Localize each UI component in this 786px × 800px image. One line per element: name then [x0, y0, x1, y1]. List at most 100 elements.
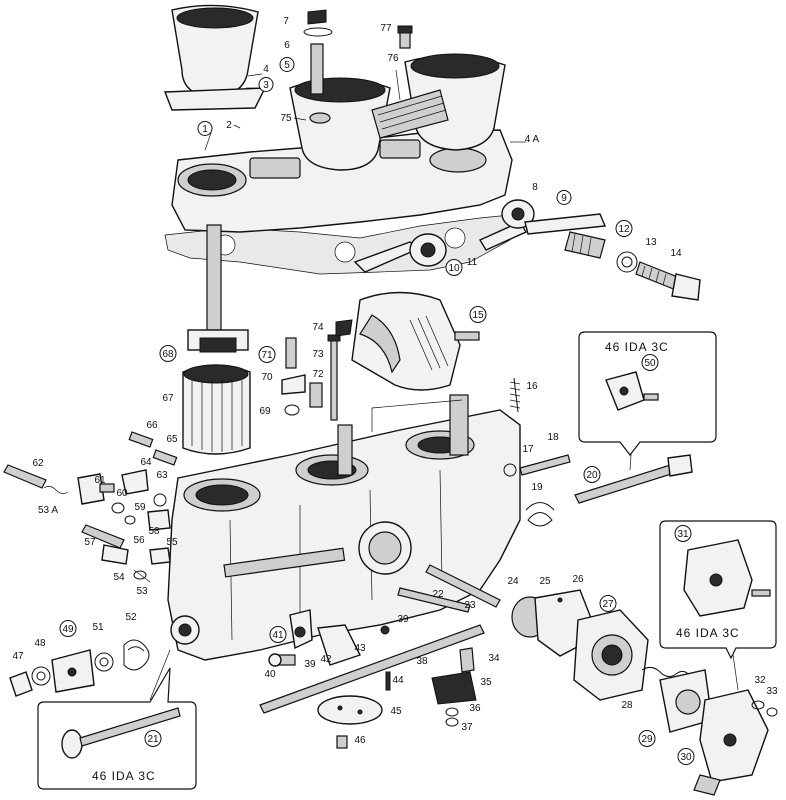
part-label-50: 50 [641, 354, 659, 371]
label-text: 29 [641, 734, 653, 745]
part-label-15: 15 [469, 306, 487, 323]
label-text: 7 [283, 16, 289, 27]
label-text: 38 [416, 656, 428, 667]
left-small-parts [3, 431, 178, 583]
part-label-13: 13 [645, 237, 657, 248]
label-text: 4 A [525, 134, 540, 145]
part-label-4: 4 [263, 64, 269, 75]
label-text: 57 [84, 537, 96, 548]
label-text: 42 [320, 654, 332, 665]
part-label-54: 54 [113, 572, 125, 583]
part-label-31: 31 [674, 525, 692, 542]
label-text: 33 [766, 686, 778, 697]
air-horn-right [404, 53, 506, 151]
shaft-22 [397, 587, 471, 613]
part-label-34: 34 [488, 653, 500, 664]
label-text: 14 [670, 248, 682, 259]
part-label-25: 25 [539, 576, 551, 587]
label-text: 60 [116, 488, 128, 499]
part-label-71: 71 [258, 346, 276, 363]
part-label-77: 77 [380, 23, 392, 34]
part-label-23: 23 [464, 600, 476, 611]
label-text: 36 [469, 703, 481, 714]
part-label-2: 2 [226, 120, 232, 131]
label-text: 46 [354, 735, 366, 746]
label-text: 10 [448, 263, 460, 274]
label-circle [469, 306, 487, 323]
label-text: 12 [618, 224, 630, 235]
label-text: 24 [507, 576, 519, 587]
label-text: 45 [390, 706, 402, 717]
part-label-9: 9 [556, 190, 572, 205]
part-label-63: 63 [156, 470, 168, 481]
part-label-69: 69 [259, 406, 271, 417]
label-text: 65 [166, 434, 178, 445]
air-horn-left [163, 4, 267, 111]
label-text: 39 [304, 659, 316, 670]
label-text: 66 [146, 420, 158, 431]
throttle-disc-45 [317, 695, 383, 725]
label-text: 28 [621, 700, 633, 711]
lever-41-43 [289, 609, 390, 666]
part-label-70: 70 [261, 372, 273, 383]
part-label-10: 10 [445, 259, 463, 276]
air-horn-middle [289, 77, 391, 171]
part-label-47: 47 [12, 651, 24, 662]
label-text: 34 [488, 653, 500, 664]
label-text: 30 [680, 752, 692, 763]
label-text: 21 [147, 734, 159, 745]
label-text: 63 [156, 470, 168, 481]
label-text: 53 [136, 586, 148, 597]
part-label-27: 27 [599, 595, 617, 612]
label-circle [269, 626, 287, 643]
part-label-36: 36 [469, 703, 481, 714]
part-label-39: 39 [397, 614, 409, 625]
label-text: 6 [284, 40, 290, 51]
part-label-5: 5 [279, 57, 295, 72]
part-label-8: 8 [532, 182, 538, 193]
part-label-6: 6 [284, 40, 290, 51]
label-text: 64 [140, 457, 152, 468]
shaft-17-20 [503, 454, 693, 504]
part-label-20: 20 [583, 466, 601, 483]
label-text: 76 [387, 53, 399, 64]
banjo-bolt-14 [635, 261, 701, 301]
inset-right-caption: 46 IDA 3C [676, 626, 740, 640]
label-text: 2 [226, 120, 232, 131]
part-label-26: 26 [572, 574, 584, 585]
label-text: 16 [526, 381, 538, 392]
part-label-38: 38 [416, 656, 428, 667]
label-circle [258, 346, 276, 363]
label-text: 49 [62, 624, 74, 635]
screw-77 [397, 25, 413, 49]
label-text: 62 [32, 458, 44, 469]
label-text: 4 [263, 64, 269, 75]
label-text: 61 [94, 475, 106, 486]
part-label-68: 68 [159, 345, 177, 362]
fuel-filter-screen [371, 89, 449, 139]
part-label-4a: 4 A [525, 134, 540, 145]
label-text: 8 [532, 182, 538, 193]
label-text: 11 [467, 257, 478, 268]
label-circle [641, 354, 659, 371]
fuel-banjo-10 [353, 233, 447, 273]
part-label-28: 28 [621, 700, 633, 711]
part-label-12: 12 [615, 220, 633, 237]
label-text: 52 [125, 612, 137, 623]
spring-28 [641, 666, 691, 678]
part-label-37: 37 [461, 722, 473, 733]
label-text: 41 [272, 630, 284, 641]
label-text: 19 [531, 482, 543, 493]
label-text: 50 [644, 358, 656, 369]
label-text: 5 [284, 60, 290, 71]
part-label-33: 33 [766, 686, 778, 697]
label-text: 1 [202, 124, 208, 135]
part-label-19: 19 [531, 482, 543, 493]
label-text: 58 [148, 526, 160, 537]
part-label-11: 11 [467, 257, 478, 268]
part-label-53a: 53 A [38, 505, 58, 516]
part-label-43: 43 [354, 643, 366, 654]
part-label-14: 14 [670, 248, 682, 259]
filter-plug-stack [303, 9, 333, 95]
